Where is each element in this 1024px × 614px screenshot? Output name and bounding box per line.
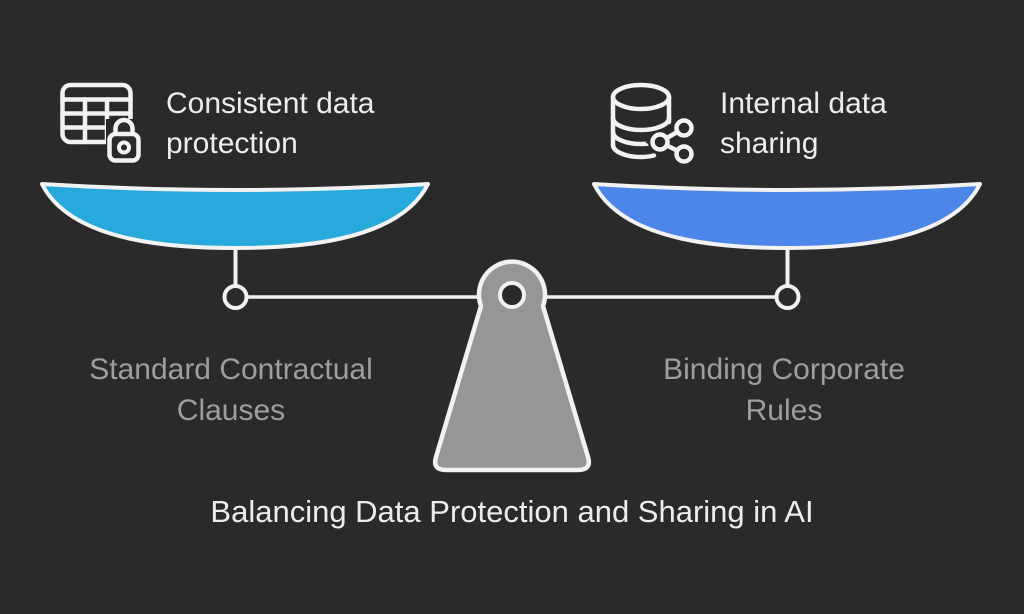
fulcrum-pivot-hole	[498, 281, 526, 309]
table-lock-icon	[60, 82, 142, 163]
left-pan-heading: Consistent data protection	[166, 87, 375, 160]
right-pan-heading: Internal data sharing	[720, 87, 887, 160]
right-scale-pan	[592, 182, 982, 250]
left-pan-label: Standard Contractual Clauses	[89, 353, 373, 427]
left-scale-pan	[40, 182, 430, 250]
fulcrum	[432, 259, 592, 473]
right-pivot-ring	[774, 284, 801, 310]
right-pan-label: Binding Corporate Rules	[663, 353, 905, 427]
main-title: Balancing Data Protection and Sharing in…	[210, 494, 814, 529]
left-pivot-ring	[222, 284, 249, 310]
database-share-icon	[610, 82, 696, 164]
